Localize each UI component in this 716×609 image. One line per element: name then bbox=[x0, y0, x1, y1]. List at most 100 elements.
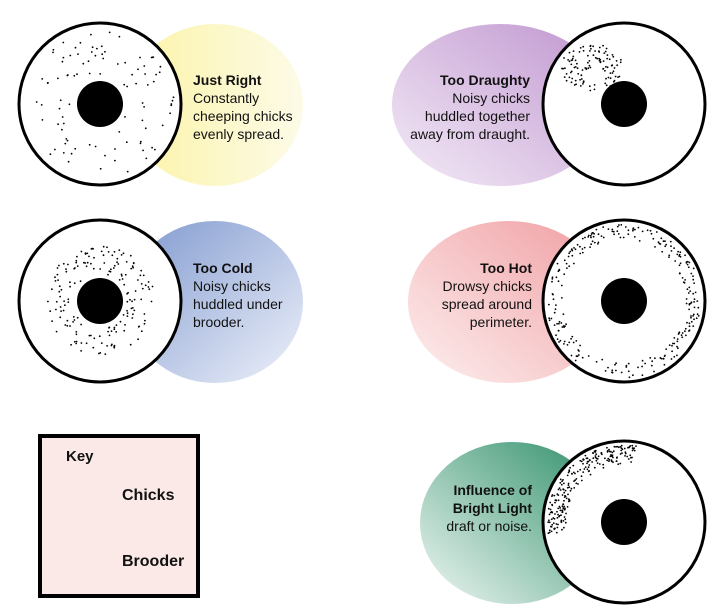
chick-dot bbox=[104, 154, 106, 157]
chick-dot bbox=[635, 445, 637, 447]
chick-dot bbox=[72, 321, 74, 323]
chick-dot bbox=[586, 462, 588, 465]
chick-dot bbox=[589, 234, 592, 237]
chick-dot bbox=[563, 76, 566, 78]
chick-dot bbox=[551, 511, 554, 514]
chick-dot bbox=[589, 246, 591, 249]
chick-dot bbox=[155, 73, 158, 76]
chick-dot bbox=[564, 521, 567, 524]
chick-dot bbox=[589, 89, 592, 92]
chick-dot bbox=[596, 462, 599, 464]
chick-dot bbox=[605, 65, 607, 68]
chick-dot bbox=[553, 527, 556, 530]
chick-dot bbox=[555, 334, 557, 337]
chick-dot bbox=[139, 140, 142, 143]
chick-dot bbox=[143, 322, 146, 325]
chick-dot bbox=[120, 273, 123, 276]
chick-dot bbox=[567, 493, 569, 496]
chick-dot bbox=[576, 243, 579, 246]
chick-dot bbox=[67, 298, 70, 301]
just-right-line-3: evenly spread. bbox=[193, 126, 285, 142]
chick-dot bbox=[107, 273, 109, 276]
chick-dot bbox=[88, 143, 91, 146]
chick-dot bbox=[663, 363, 666, 366]
chick-dot bbox=[588, 64, 591, 67]
chick-dot bbox=[57, 77, 59, 80]
chick-dot bbox=[76, 73, 78, 76]
chick-dot bbox=[563, 273, 566, 276]
chick-dot bbox=[107, 251, 110, 253]
chick-dot bbox=[550, 518, 553, 521]
chick-dot bbox=[582, 45, 585, 48]
chick-dot bbox=[692, 325, 695, 327]
chick-dot bbox=[560, 284, 563, 287]
chick-dot bbox=[547, 507, 550, 510]
chick-dot bbox=[574, 248, 577, 251]
chick-dot bbox=[141, 287, 144, 290]
chick-dot bbox=[58, 290, 61, 293]
just-right-line-1: Constantly bbox=[193, 90, 260, 106]
chick-dot bbox=[627, 233, 630, 236]
chick-dot bbox=[561, 297, 563, 299]
chick-dot bbox=[570, 337, 572, 340]
chick-dot bbox=[549, 525, 552, 528]
chick-dot bbox=[70, 152, 73, 155]
chick-dot bbox=[581, 248, 584, 250]
chick-dot bbox=[678, 264, 681, 267]
chick-dot bbox=[579, 344, 581, 347]
chick-dot bbox=[73, 319, 76, 321]
chick-dot bbox=[618, 75, 621, 78]
chick-dot bbox=[674, 260, 677, 262]
chick-dot bbox=[150, 56, 153, 59]
chick-dot bbox=[548, 317, 551, 320]
chick-dot bbox=[558, 514, 561, 517]
chick-dot bbox=[561, 326, 564, 328]
chick-dot bbox=[125, 141, 128, 144]
chick-dot bbox=[620, 447, 623, 450]
chick-dot bbox=[626, 455, 629, 458]
chick-dot bbox=[147, 286, 150, 288]
chick-dot bbox=[556, 322, 558, 325]
chick-dot bbox=[676, 354, 678, 357]
chick-dot bbox=[619, 453, 622, 455]
chick-dot bbox=[148, 288, 151, 291]
chick-dot bbox=[73, 282, 76, 285]
chick-dot bbox=[93, 256, 95, 259]
chick-dot bbox=[569, 489, 572, 492]
chick-dot bbox=[598, 463, 601, 465]
chick-dot bbox=[76, 316, 79, 319]
label-just-right: Just Right Constantly cheeping chicks ev… bbox=[193, 71, 293, 143]
chick-dot bbox=[572, 464, 575, 467]
chick-dot bbox=[688, 330, 690, 332]
chick-dot bbox=[115, 324, 118, 326]
chick-dot bbox=[86, 252, 89, 255]
chick-dot bbox=[577, 483, 579, 485]
chick-dot bbox=[59, 99, 62, 102]
chick-dot bbox=[621, 452, 623, 455]
chick-dot bbox=[108, 334, 111, 337]
chick-dot bbox=[608, 448, 610, 451]
chick-dot bbox=[562, 67, 564, 70]
chick-dot bbox=[563, 259, 566, 262]
chick-dot bbox=[58, 107, 61, 110]
chick-dot bbox=[632, 448, 635, 450]
chick-dot bbox=[552, 293, 554, 296]
chick-dot bbox=[671, 350, 673, 353]
chick-dot bbox=[685, 262, 688, 264]
chick-dot bbox=[595, 453, 598, 456]
chick-dot bbox=[609, 455, 612, 458]
chick-dot bbox=[141, 119, 144, 122]
chick-dot bbox=[576, 62, 578, 65]
chick-dot bbox=[551, 276, 554, 279]
chick-dot bbox=[102, 245, 105, 248]
chick-dot bbox=[548, 531, 551, 534]
chick-dot bbox=[91, 247, 94, 250]
chick-dot bbox=[596, 458, 599, 460]
panel-bright-light bbox=[420, 439, 707, 605]
chick-dot bbox=[56, 273, 59, 276]
chick-dot bbox=[565, 512, 567, 515]
chick-dot bbox=[592, 457, 595, 460]
chick-dot bbox=[692, 292, 695, 295]
chick-dot bbox=[624, 226, 627, 228]
chick-dot bbox=[555, 531, 558, 534]
